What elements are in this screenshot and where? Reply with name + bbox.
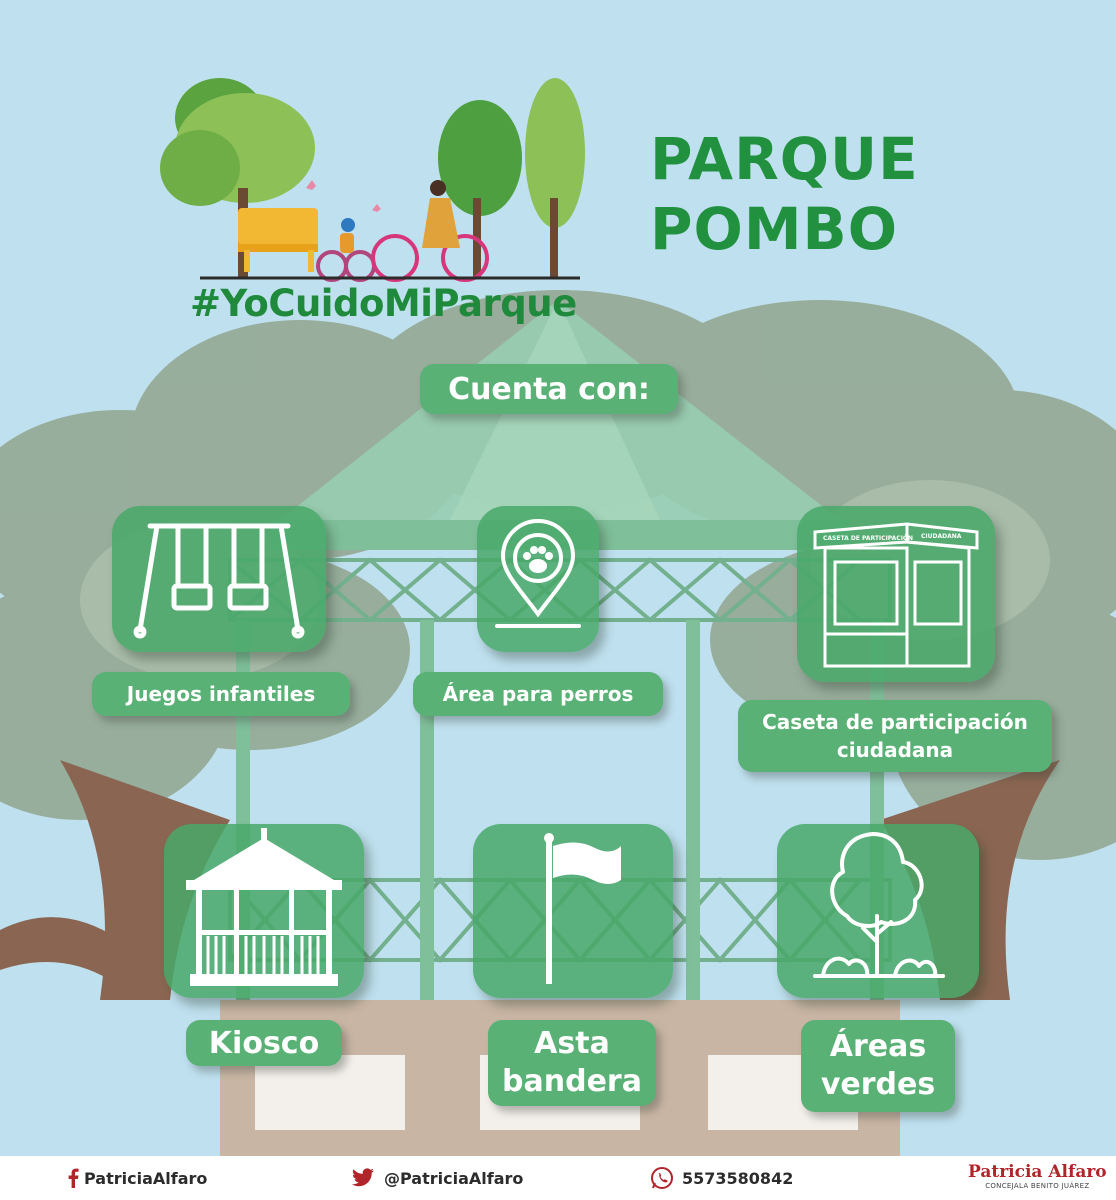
tree-icon xyxy=(813,832,945,978)
facebook-icon xyxy=(68,1168,79,1188)
booth-icon: CASETA DE PARTICIPACIÓN CIUDADANA xyxy=(813,522,979,668)
brand-name: Patricia Alfaro xyxy=(968,1162,1107,1182)
booth-sign-left: CASETA DE PARTICIPACIÓN xyxy=(823,535,913,542)
page-title: PARQUE POMBO xyxy=(650,124,919,264)
paw-pin-icon xyxy=(495,519,581,628)
booth-sign-right: CIUDADANA xyxy=(921,533,962,540)
park-logo-illustration xyxy=(160,78,585,282)
footer-bar: PatriciaAlfaro @PatriciaAlfaro 557358084… xyxy=(0,1156,1116,1200)
amenity-label-perros: Área para perros xyxy=(413,672,663,716)
footer-facebook-link[interactable]: PatriciaAlfaro xyxy=(66,1156,207,1200)
hashtag-text: #YoCuidoMiParque xyxy=(190,282,577,325)
title-line-2: POMBO xyxy=(650,195,899,263)
section-label: Cuenta con: xyxy=(420,364,678,414)
amenity-tile-asta xyxy=(473,824,673,998)
amenity-tile-juegos xyxy=(112,506,326,652)
amenity-tile-caseta: CASETA DE PARTICIPACIÓN CIUDADANA xyxy=(797,506,995,682)
amenity-label-asta: Asta bandera xyxy=(488,1020,656,1106)
title-line-1: PARQUE xyxy=(650,125,919,193)
footer-phone-text: 5573580842 xyxy=(682,1168,794,1188)
twitter-icon xyxy=(352,1168,374,1187)
amenity-tile-perros xyxy=(477,506,599,652)
footer-facebook-text: PatriciaAlfaro xyxy=(84,1168,208,1188)
brand-logo: Patricia Alfaro CONCEJALA BENITO JUÁREZ xyxy=(968,1162,1107,1190)
brand-subtitle: CONCEJALA BENITO JUÁREZ xyxy=(985,1182,1090,1190)
flagpole-icon xyxy=(544,833,621,984)
swing-icon xyxy=(133,523,305,639)
footer-phone-link[interactable]: 5573580842 xyxy=(650,1156,793,1200)
amenity-tile-kiosco xyxy=(164,824,364,998)
whatsapp-icon xyxy=(651,1167,673,1189)
amenity-label-kiosco: Kiosco xyxy=(186,1020,342,1066)
amenity-tile-areas xyxy=(777,824,979,998)
gazebo-icon xyxy=(186,828,342,986)
footer-twitter-text: @PatriciaAlfaro xyxy=(384,1168,524,1188)
amenity-label-areas: Áreas verdes xyxy=(801,1020,955,1112)
amenity-label-caseta: Caseta de participación ciudadana xyxy=(738,700,1052,772)
footer-twitter-link[interactable]: @PatriciaAlfaro xyxy=(350,1156,523,1200)
amenity-label-juegos: Juegos infantiles xyxy=(92,672,350,716)
